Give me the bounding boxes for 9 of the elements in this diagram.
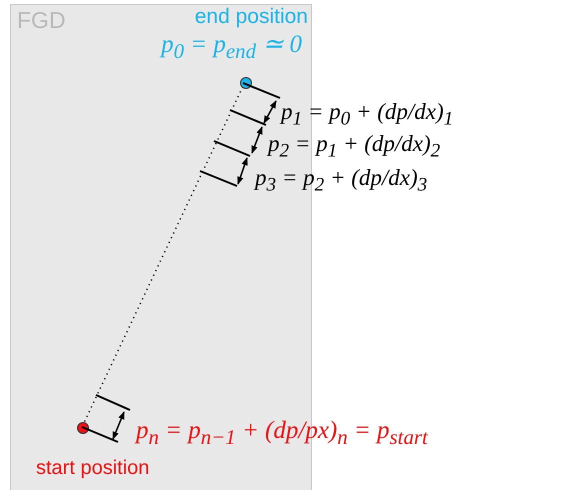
boundary-formula: p$_{n}$ = p$_{n−1}$ + (dp/px)$_{n}$ = p$_{start}$ [136,418,428,448]
start-point-dot [77,422,89,434]
step-formula: p$_{3}$ = p$_{2}$ + (dp/dx)$_{3}$ [255,166,428,195]
step-formula: p$_{2}$ = p$_{1}$ + (dp/dx)$_{2}$ [268,132,440,161]
start-position-label: start position [36,458,150,478]
step-formula: p$_{1}$ = p$_{0}$ + (dp/dx)$_{1}$ [281,100,454,129]
boundary-formula: p$_{0}$ = p$_{end}$ ≃ 0 [161,32,302,62]
dotted-path-line [84,87,244,422]
end-position-label: end position [194,6,308,27]
